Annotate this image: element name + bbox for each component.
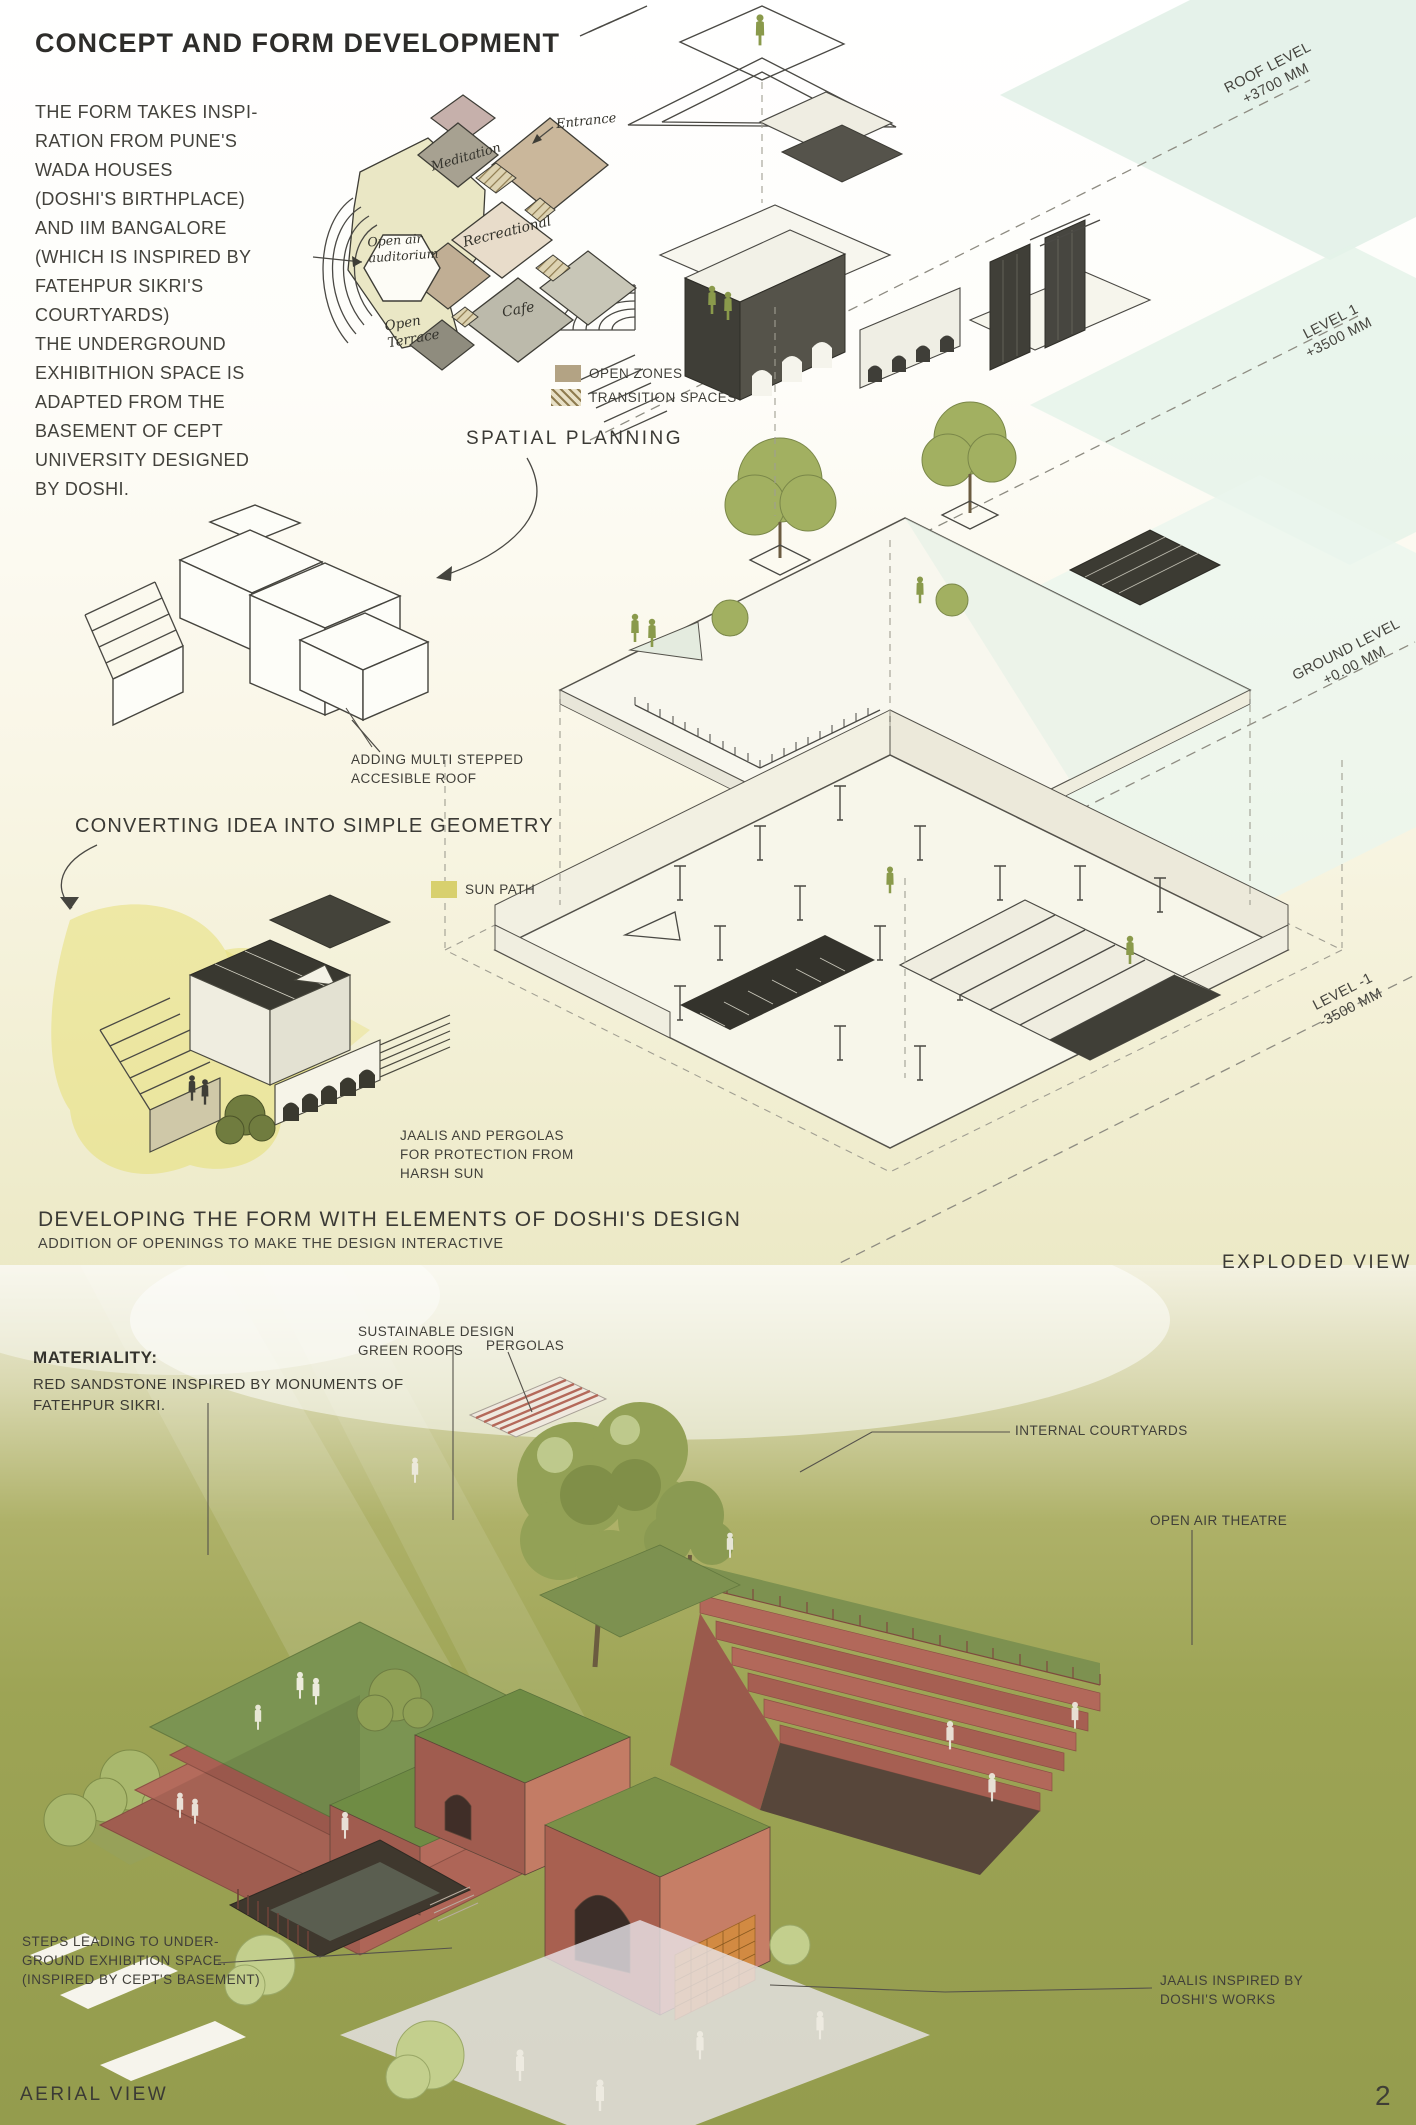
sun-path-swatch — [431, 881, 457, 898]
sketch-tree — [215, 1094, 276, 1145]
stepped-roof-label: ADDING MULTI STEPPED ACCESIBLE ROOF — [351, 752, 524, 786]
pergola-slats — [379, 1014, 451, 1078]
legend-sun-path: SUN PATH — [431, 880, 535, 899]
transition-spaces-swatch — [551, 389, 581, 406]
geometry-heading: CONVERTING IDEA INTO SIMPLE GEOMETRY — [75, 815, 554, 837]
courtyard-tree — [517, 1402, 734, 1668]
mint-plane-level1 — [1030, 245, 1416, 565]
arched-colonnade — [274, 1039, 381, 1126]
doshi-elements-sketch — [51, 894, 451, 1174]
lawn-trees — [224, 1924, 811, 2100]
spatial-planning-caption: SPATIAL PLANNING — [466, 428, 684, 449]
pergola-roof — [468, 1376, 608, 1438]
page-title: CONCEPT AND FORM DEVELOPMENT — [35, 28, 561, 58]
aerial-view-caption: AERIAL VIEW — [20, 2084, 169, 2105]
underground-steps-label: STEPS LEADING TO UNDER- GROUND EXHIBITIO… — [22, 1934, 261, 1987]
meditation-block — [416, 122, 500, 188]
open-air-auditorium-label: Open air auditorium — [366, 230, 439, 266]
basement-level-group — [443, 709, 1344, 1173]
open-air-auditorium-block — [363, 234, 441, 302]
open-air-theatre — [670, 1565, 1101, 1875]
recreational-block — [450, 201, 554, 279]
jaalis-inspired-label: JAALIS INSPIRED BY DOSHI'S WORKS — [1160, 1973, 1304, 2007]
developing-heading: DEVELOPING THE FORM WITH ELEMENTS OF DOS… — [38, 1208, 742, 1231]
sun-path-label: SUN PATH — [465, 882, 536, 897]
transition-spaces-label: TRANSITION SPACES — [589, 390, 737, 405]
spatial-planning-sketch — [312, 94, 637, 371]
entrance-block — [490, 117, 610, 213]
simple-geometry-sketch — [84, 504, 430, 753]
legend-transition-spaces: TRANSITION SPACES — [551, 388, 737, 407]
sunken-court — [228, 1839, 479, 1958]
page-number: 2 — [1375, 2080, 1392, 2111]
open-air-theatre-label: OPEN AIR THEATRE — [1150, 1513, 1288, 1528]
vertical-connectors — [444, 82, 1343, 1078]
aerial-render — [0, 1265, 1416, 2125]
legend-open-zones: OPEN ZONES — [555, 364, 683, 383]
exploded-view-caption: EXPLODED VIEW — [1222, 1252, 1412, 1273]
materiality-text: RED SANDSTONE INSPIRED BY MONUMENTS OF F… — [33, 1376, 404, 1414]
materiality-heading: MATERIALITY: — [33, 1348, 158, 1367]
roof-level-group — [579, 5, 904, 183]
intro-paragraph: THE FORM TAKES INSPI- RATION FROM PUNE'S… — [35, 102, 258, 499]
open-zones-label: OPEN ZONES — [589, 366, 683, 381]
jaalis-pergolas-label: JAALIS AND PERGOLAS FOR PROTECTION FROM … — [400, 1128, 574, 1181]
ground-trees — [711, 401, 1017, 637]
open-zones-swatch — [555, 365, 581, 382]
pergolas-label: PERGOLAS — [486, 1338, 565, 1353]
internal-courtyards-label: INTERNAL COURTYARDS — [1015, 1423, 1188, 1438]
exploded-axonometric-drawing — [443, 0, 1416, 1294]
developing-subheading: ADDITION OF OPENINGS TO MAKE THE DESIGN … — [38, 1236, 504, 1252]
mint-plane-roof — [1000, 0, 1416, 260]
plaza — [340, 1920, 930, 2125]
cafe-block — [461, 277, 575, 363]
green-roofs-label: SUSTAINABLE DESIGN GREEN ROOFS — [358, 1324, 515, 1358]
level1-group — [559, 204, 1152, 437]
roof-garden-trees — [356, 1668, 434, 1732]
